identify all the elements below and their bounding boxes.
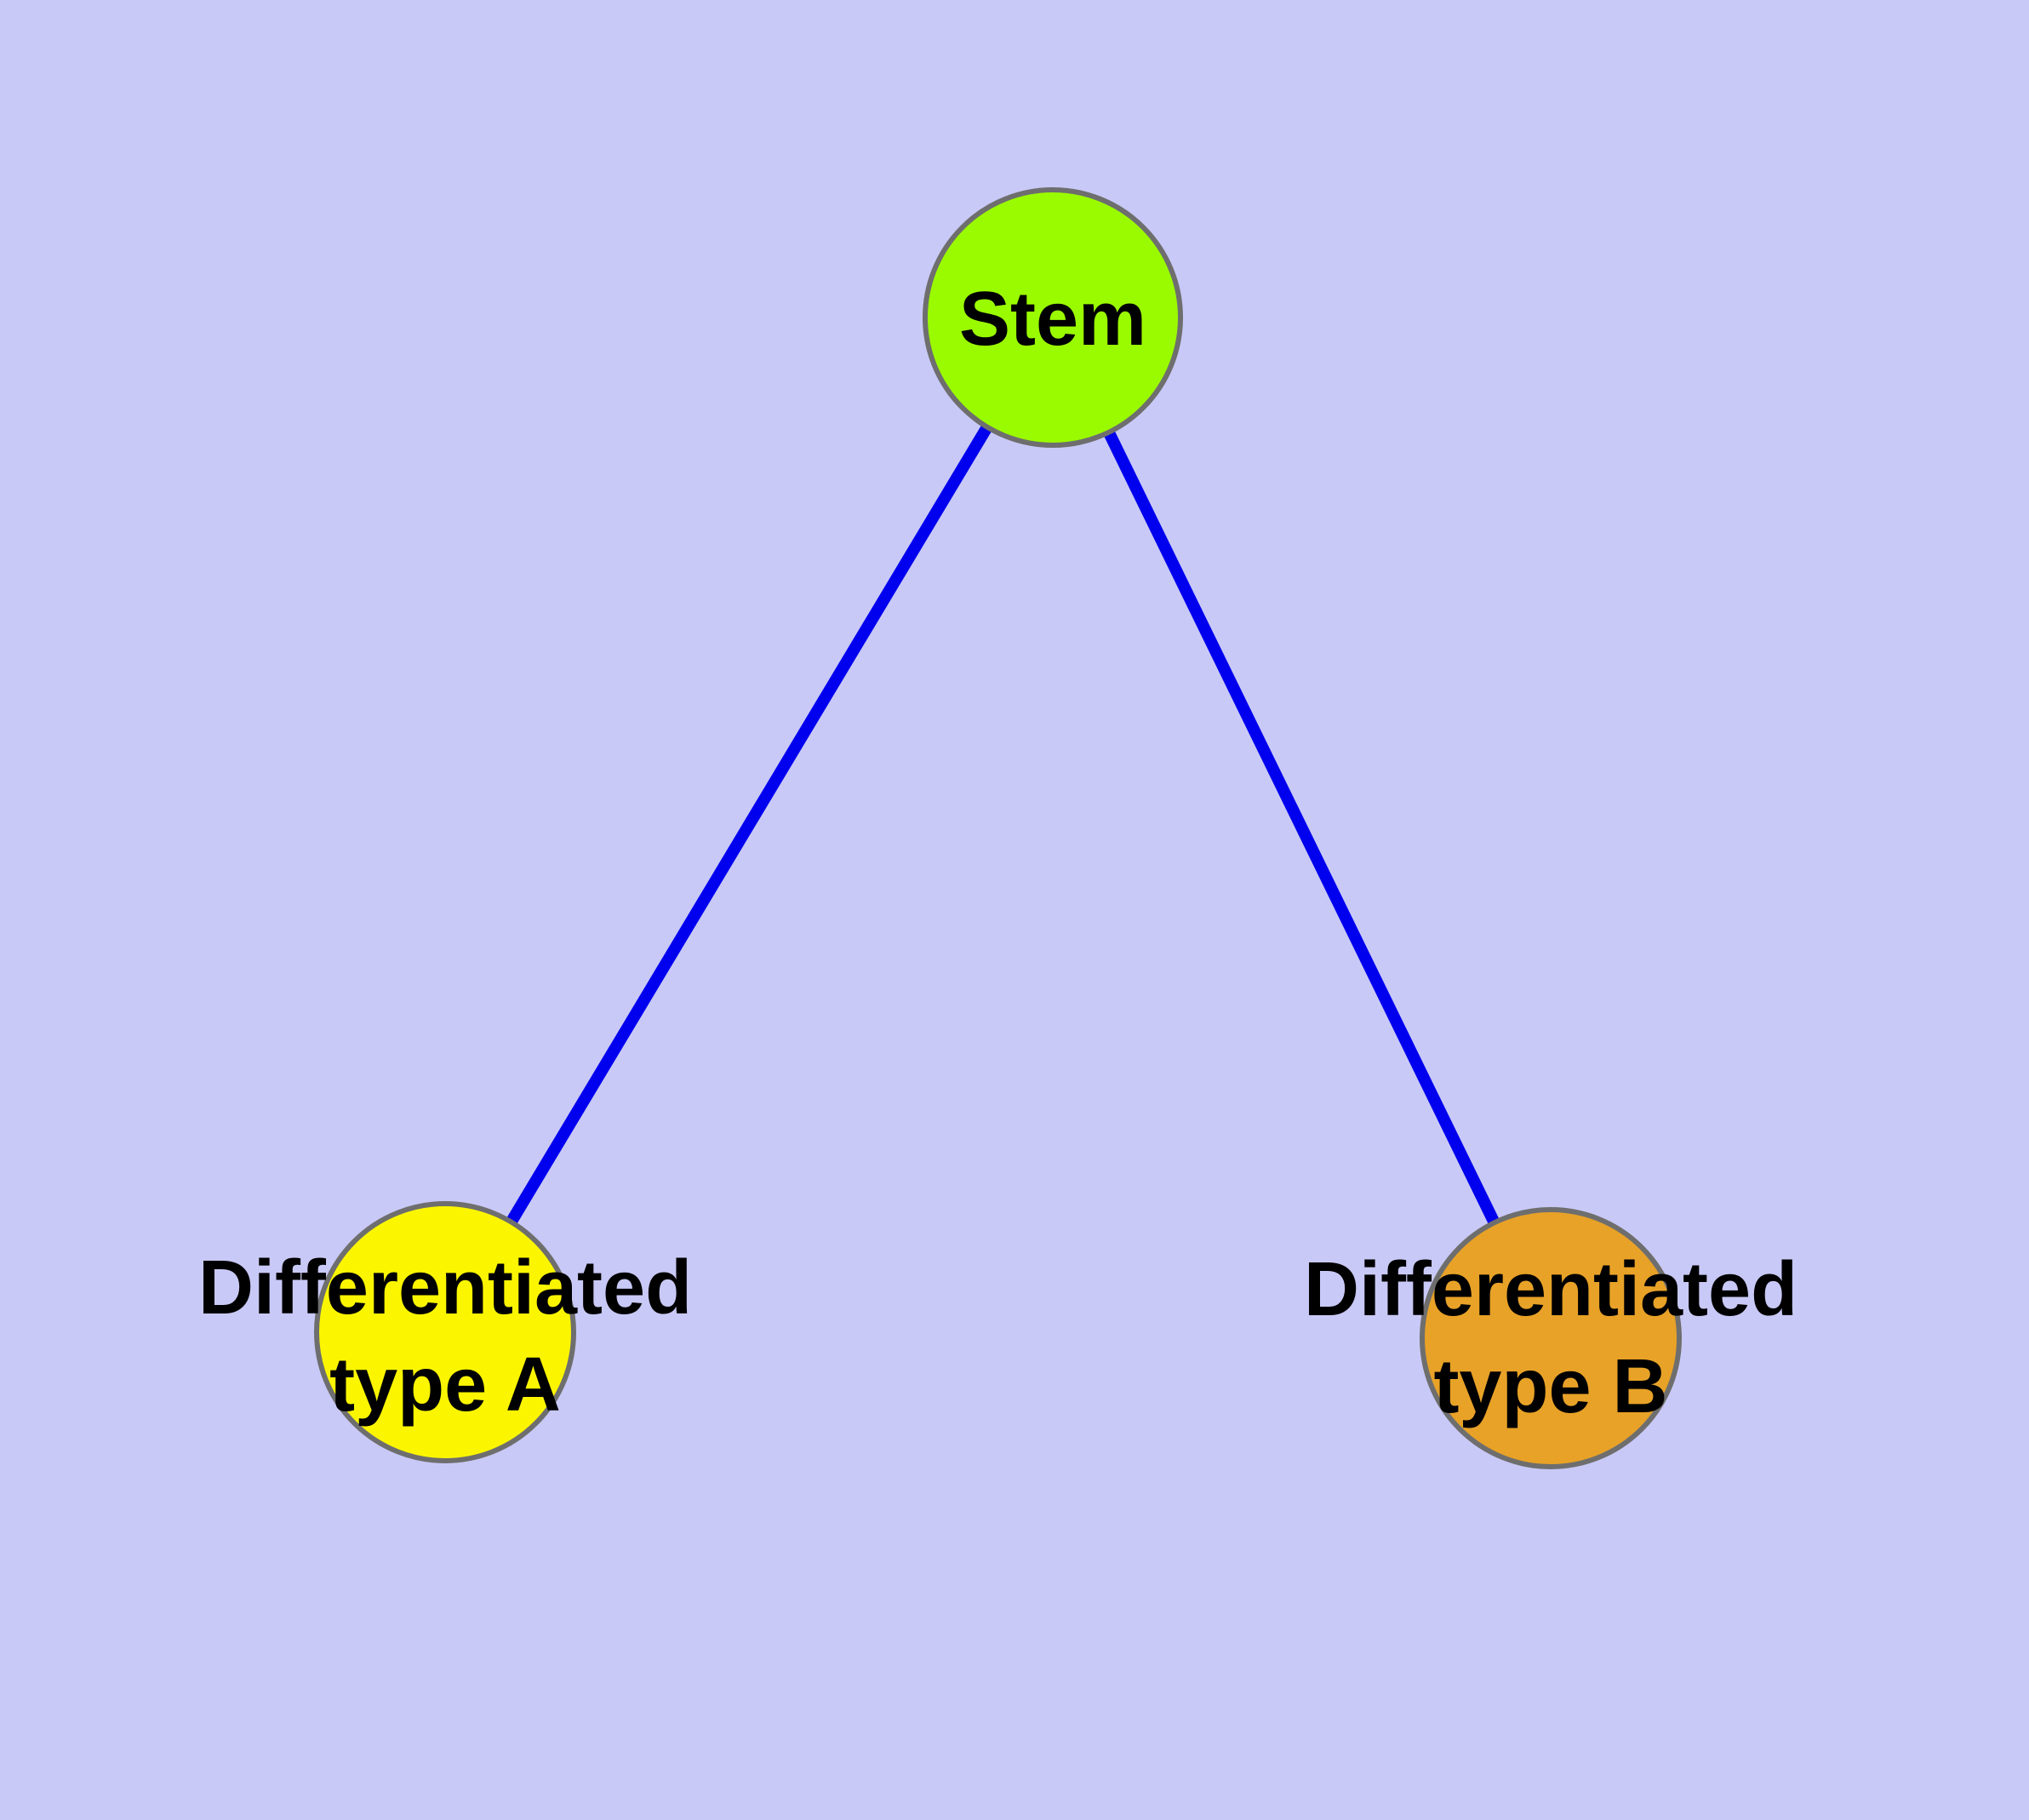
node-type-a	[314, 1201, 576, 1463]
node-label-line: Stem	[958, 277, 1147, 362]
node-label-line: type A	[329, 1342, 561, 1428]
node-label-line: Differentiated	[1303, 1247, 1798, 1332]
node-type-b	[1420, 1207, 1682, 1469]
node-label-line: type B	[1433, 1344, 1668, 1429]
node-stem	[923, 187, 1183, 448]
node-label-line: Differentiated	[197, 1245, 693, 1331]
node-type-a-label: Differentiated type A	[198, 1239, 692, 1434]
node-type-b-label: Differentiated type B	[1304, 1241, 1798, 1435]
edge-stem-to-type-a	[439, 314, 1059, 1336]
node-stem-label: Stem	[959, 271, 1146, 368]
edge-stem-to-type-b	[1047, 314, 1557, 1342]
